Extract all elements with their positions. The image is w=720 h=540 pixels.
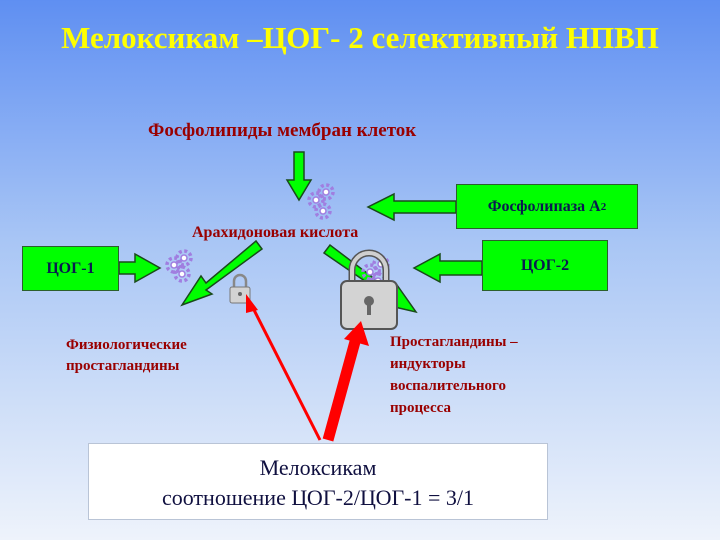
phospholipase-a2-subscript: 2: [600, 200, 607, 213]
prost-line4: процесса: [390, 400, 451, 416]
arrow-from-phospholipase: [366, 192, 457, 222]
gear-cluster-icon: [165, 249, 193, 283]
slide-title: Мелоксикам –ЦОГ- 2 селективный НПВП: [61, 20, 659, 55]
phospholipids-label: Фосфолипиды мембран клеток: [148, 120, 417, 141]
large-lock-icon: [340, 249, 398, 330]
cox2-label: ЦОГ-2: [520, 256, 570, 274]
physiological-prostaglandins-label: Физиологические простагландины: [66, 335, 187, 377]
arachidonic-acid-label: Арахидоновая кислота: [192, 224, 359, 241]
cox2-box: ЦОГ-2: [482, 240, 608, 291]
small-lock-icon: [229, 273, 251, 304]
prost-line2: индукторы: [390, 356, 466, 372]
cox1-box: ЦОГ-1: [22, 246, 119, 291]
panel-ratio: соотношение ЦОГ-2/ЦОГ-1 = 3/1: [161, 485, 475, 510]
arrow-down-phospholipids: [285, 151, 313, 202]
red-thin-arrowhead: [246, 294, 258, 313]
physio-line1: Физиологические: [66, 337, 187, 353]
panel-title: Мелоксикам: [259, 455, 377, 480]
red-thin-arrow-line: [250, 305, 322, 441]
physio-line2: простагландины: [66, 358, 180, 374]
red-thick-arrowhead: [344, 321, 369, 346]
phospholipase-a2-label: Фосфолипаза А: [487, 197, 601, 215]
meloxicam-panel: Мелоксикам соотношение ЦОГ-2/ЦОГ-1 = 3/1: [88, 443, 548, 520]
cox1-label: ЦОГ-1: [46, 259, 95, 277]
arrow-from-cox1: [118, 252, 162, 284]
gear-cluster-icon: [307, 183, 335, 220]
arrow-from-cox2: [412, 252, 483, 284]
prost-line3: воспалительного: [390, 378, 506, 394]
inflammatory-prostaglandins-label: Простагландины – индукторы воспалительно…: [390, 331, 518, 419]
arrow-to-physio: [180, 239, 264, 307]
prost-line1: Простагландины –: [390, 334, 518, 350]
red-thick-arrow-line: [322, 336, 362, 442]
